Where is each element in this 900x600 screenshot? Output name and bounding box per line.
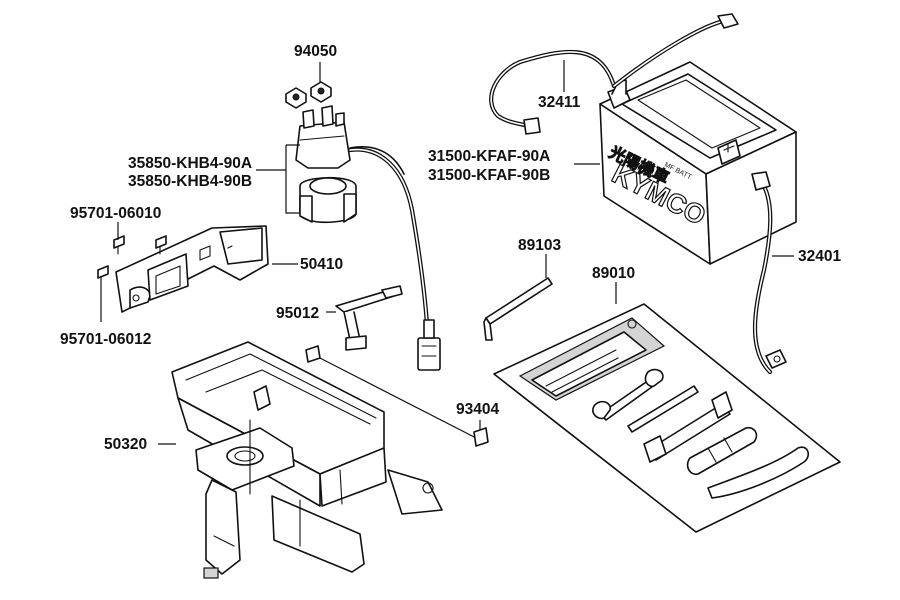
relay-bracket <box>115 225 269 313</box>
bolt-lower <box>97 265 109 279</box>
callout-battery-a: 31500-KFAF-90A <box>428 148 550 165</box>
callout-positive-cable: 32411 <box>538 94 581 111</box>
negative-cable <box>751 171 787 375</box>
callout-battery-tray: 50320 <box>104 436 147 453</box>
bolt-upper-a <box>113 235 125 255</box>
nut-right <box>310 81 332 103</box>
callout-battery-band: 95012 <box>276 305 319 322</box>
callout-tool-kit: 89010 <box>592 265 635 282</box>
battery-tray <box>171 341 443 579</box>
leader-lines <box>100 60 794 445</box>
battery-band <box>335 285 403 351</box>
relay-rubber-boot <box>299 176 357 224</box>
long-bolt <box>305 345 489 447</box>
hex-wrench <box>483 277 553 341</box>
callout-bolt-lower: 95701-06012 <box>60 331 151 348</box>
callout-relay-a: 35850-KHB4-90A <box>128 155 252 172</box>
callout-bolt-upper: 95701-06010 <box>70 205 161 222</box>
callout-battery-b: 31500-KFAF-90B <box>428 167 550 184</box>
callout-fuse-nuts: 94050 <box>294 43 337 60</box>
positive-cable <box>489 13 739 135</box>
starter-relay <box>295 105 405 175</box>
nut-left <box>285 87 307 109</box>
callout-negative-cable: 32401 <box>798 248 841 265</box>
relay-wire <box>347 147 441 371</box>
bolt-upper-b <box>155 235 167 255</box>
battery: 光陽機車 KYMCO MF BATT <box>599 61 797 265</box>
callout-relay-b: 35850-KHB4-90B <box>128 173 252 190</box>
tool-kit <box>493 303 841 533</box>
callout-relay-bracket: 50410 <box>300 256 343 273</box>
callout-bolt-long: 93404 <box>456 401 499 418</box>
callout-hex-wrench: 89103 <box>518 237 561 254</box>
